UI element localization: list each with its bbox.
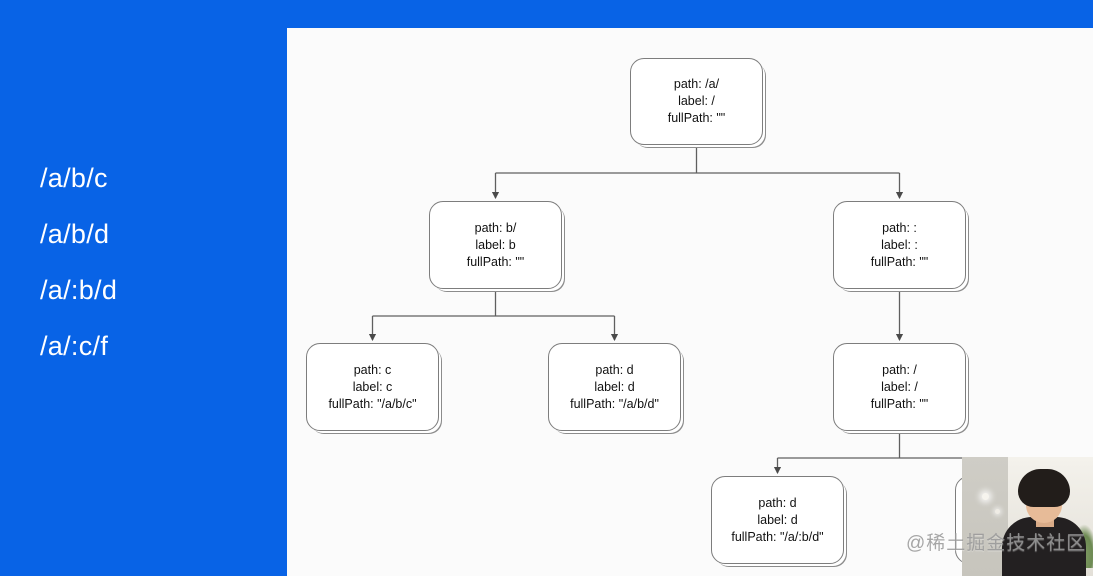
webcam-background-left bbox=[962, 457, 1008, 576]
node-d2-path: path: d bbox=[758, 495, 797, 510]
webcam-video-overlay[interactable] bbox=[962, 457, 1093, 576]
node-c-fullpath: fullPath: "/a/b/c" bbox=[328, 396, 417, 411]
node-d2-fullpath: fullPath: "/a/:b/d" bbox=[731, 529, 824, 544]
node-d2-label: label: d bbox=[757, 512, 798, 527]
node-slash-fullpath: fullPath: "" bbox=[870, 396, 929, 411]
tree-node-d[interactable]: path: d label: d fullPath: "/a/b/d" bbox=[548, 343, 681, 431]
webcam-light-reflection-secondary bbox=[995, 509, 1000, 514]
route-path-2: /a/b/d bbox=[40, 219, 110, 249]
node-d-label: label: d bbox=[594, 379, 635, 394]
node-colon-path: path: : bbox=[882, 220, 917, 235]
node-b-label: label: b bbox=[475, 237, 516, 252]
webcam-light-reflection bbox=[982, 493, 989, 500]
node-root-fullpath: fullPath: "" bbox=[667, 111, 726, 125]
tree-node-b[interactable]: path: b/ label: b fullPath: "" bbox=[429, 201, 562, 289]
tree-node-colon[interactable]: path: : label: : fullPath: "" bbox=[833, 201, 966, 289]
tree-node-slash[interactable]: path: / label: / fullPath: "" bbox=[833, 343, 966, 431]
node-b-fullpath: fullPath: "" bbox=[466, 254, 525, 269]
route-path-4: /a/:c/f bbox=[40, 331, 109, 361]
node-colon-label: label: : bbox=[881, 237, 918, 252]
node-root-path: path: /a/ bbox=[673, 77, 720, 91]
node-colon-fullpath: fullPath: "" bbox=[870, 254, 929, 269]
node-d-path: path: d bbox=[595, 362, 634, 377]
node-root-label: label: / bbox=[678, 94, 715, 108]
node-c-label: label: c bbox=[352, 379, 393, 394]
node-slash-label: label: / bbox=[881, 379, 918, 394]
tree-node-root[interactable]: path: /a/ label: / fullPath: "" bbox=[630, 58, 763, 145]
node-d-fullpath: fullPath: "/a/b/d" bbox=[570, 396, 659, 411]
node-b-path: path: b/ bbox=[474, 220, 517, 235]
webcam-person-hair bbox=[1018, 469, 1070, 507]
route-path-1: /a/b/c bbox=[40, 163, 108, 193]
tree-node-c[interactable]: path: c label: c fullPath: "/a/b/c" bbox=[306, 343, 439, 431]
routes-panel: /a/b/c /a/b/d /a/:b/d /a/:c/f bbox=[0, 0, 287, 576]
node-c-path: path: c bbox=[353, 362, 392, 377]
route-path-3: /a/:b/d bbox=[40, 275, 118, 305]
tree-node-d2[interactable]: path: d label: d fullPath: "/a/:b/d" bbox=[711, 476, 844, 564]
node-slash-path: path: / bbox=[882, 362, 917, 377]
